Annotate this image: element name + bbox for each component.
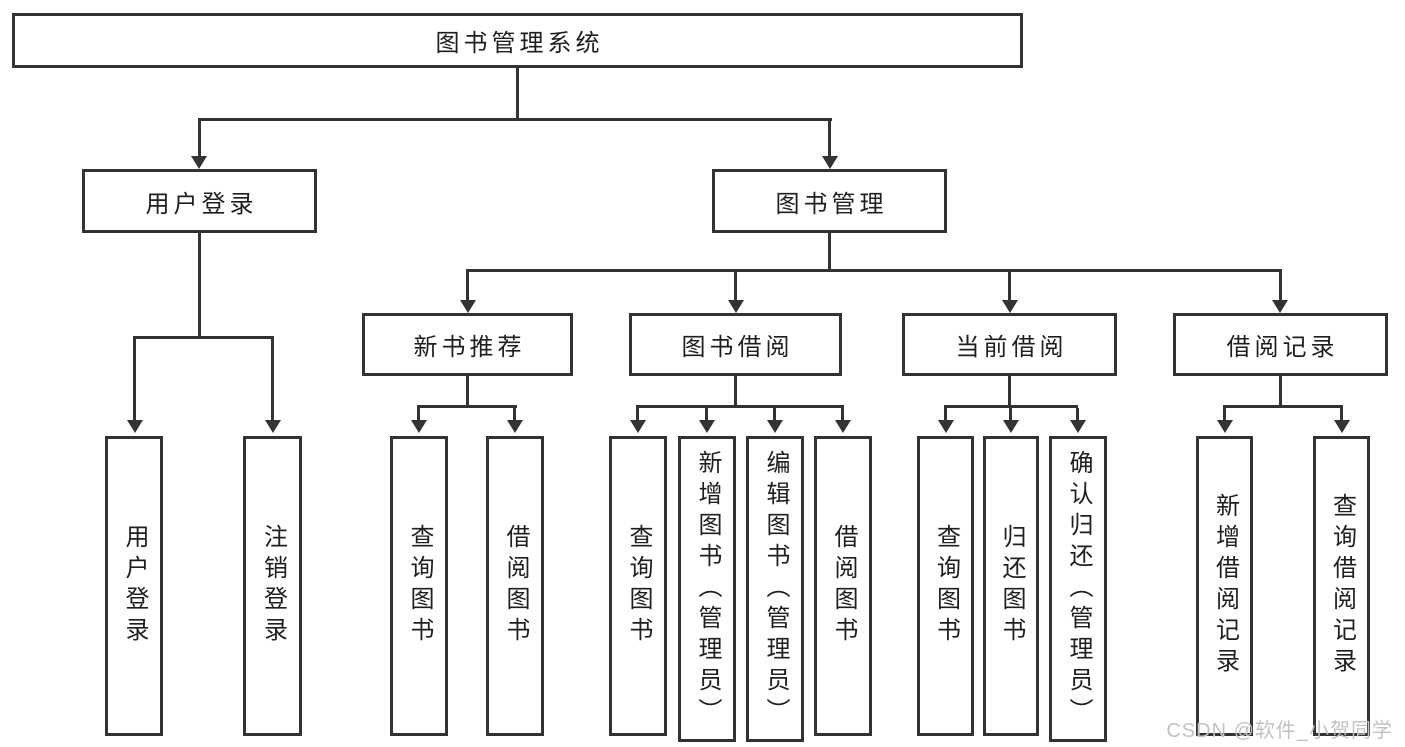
connector-hline bbox=[1223, 405, 1343, 408]
arrow-down-icon bbox=[699, 420, 715, 433]
connector-hline bbox=[466, 269, 1282, 272]
node-label: 借阅图书 bbox=[502, 524, 529, 648]
arrow-down-icon bbox=[822, 156, 838, 169]
arrow-down-icon bbox=[835, 420, 851, 433]
connector-vline bbox=[734, 272, 737, 302]
leaf-return-books: 归还图书 bbox=[983, 436, 1039, 736]
node-library-management-system: 图书管理系统 bbox=[12, 13, 1023, 68]
leaf-user-login: 用户登录 bbox=[105, 436, 163, 736]
node-label: 新增借阅记录 bbox=[1211, 493, 1239, 679]
leaf-logout-login: 注销登录 bbox=[243, 436, 302, 736]
connector-vline bbox=[773, 408, 776, 421]
arrow-down-icon bbox=[507, 420, 523, 433]
connector-vline bbox=[133, 339, 136, 421]
connector-vline bbox=[198, 233, 201, 337]
leaf-edit-books-admin: 编辑图书（管理员） bbox=[746, 436, 804, 742]
connector-vline bbox=[828, 233, 831, 271]
connector-vline bbox=[636, 408, 639, 421]
arrow-down-icon bbox=[411, 420, 427, 433]
connector-vline bbox=[466, 272, 469, 302]
connector-vline bbox=[1008, 272, 1011, 302]
connector-vline bbox=[271, 339, 274, 421]
connector-vline bbox=[1223, 408, 1226, 421]
arrow-down-icon bbox=[938, 420, 954, 433]
leaf-query-borrow-record: 查询借阅记录 bbox=[1313, 436, 1370, 736]
node-label: 查询图书 bbox=[932, 524, 960, 648]
leaf-query-books-borrowing: 查询图书 bbox=[609, 436, 667, 736]
arrow-down-icon bbox=[265, 420, 281, 433]
arrow-down-icon bbox=[1272, 300, 1288, 313]
connector-vline bbox=[841, 408, 844, 421]
connector-hline bbox=[944, 405, 1078, 408]
connector-vline bbox=[705, 408, 708, 421]
arrow-down-icon bbox=[630, 420, 646, 433]
node-label: 注销登录 bbox=[259, 524, 287, 648]
node-label: 查询图书 bbox=[406, 524, 433, 648]
connector-vline bbox=[198, 121, 201, 158]
arrow-down-icon bbox=[1334, 420, 1350, 433]
watermark-text: CSDN @软件_小贺同学 bbox=[1166, 720, 1393, 742]
connector-vline bbox=[1279, 272, 1282, 302]
node-label: 图书借阅 bbox=[681, 334, 794, 361]
connector-vline bbox=[1279, 376, 1282, 407]
connector-vline bbox=[516, 68, 519, 120]
connector-hline bbox=[198, 118, 832, 121]
node-label: 当前借阅 bbox=[955, 334, 1068, 361]
node-label: 查询借阅记录 bbox=[1328, 493, 1356, 679]
arrow-down-icon bbox=[1003, 420, 1019, 433]
leaf-confirm-return-admin: 确认归还（管理员） bbox=[1049, 436, 1107, 742]
leaf-add-borrow-record: 新增借阅记录 bbox=[1196, 436, 1253, 736]
leaf-add-books-admin: 新增图书（管理员） bbox=[678, 436, 736, 742]
connector-vline bbox=[734, 376, 737, 407]
node-label: 查询图书 bbox=[625, 524, 652, 648]
node-label: 确认归还（管理员） bbox=[1065, 449, 1092, 729]
arrow-down-icon bbox=[728, 300, 744, 313]
connector-vline bbox=[513, 408, 516, 421]
node-label: 用户登录 bbox=[121, 524, 148, 648]
connector-hline bbox=[417, 405, 517, 408]
connector-vline bbox=[1009, 408, 1012, 421]
node-label: 图书管理 bbox=[775, 190, 888, 218]
arrow-down-icon bbox=[1002, 300, 1018, 313]
connector-vline bbox=[1076, 408, 1079, 421]
leaf-borrow-books-borrowing: 借阅图书 bbox=[814, 436, 872, 736]
node-book-borrowing: 图书借阅 bbox=[629, 313, 842, 376]
node-new-book-recommendation: 新书推荐 bbox=[362, 313, 573, 376]
arrow-down-icon bbox=[127, 420, 143, 433]
node-borrowing-records: 借阅记录 bbox=[1173, 313, 1388, 376]
node-label: 图书管理系统 bbox=[435, 30, 604, 57]
node-label: 归还图书 bbox=[998, 524, 1025, 648]
node-label: 借阅图书 bbox=[830, 524, 857, 648]
arrow-down-icon bbox=[1217, 420, 1233, 433]
arrow-down-icon bbox=[767, 420, 783, 433]
connector-hline bbox=[636, 405, 844, 408]
node-label: 借阅记录 bbox=[1226, 334, 1339, 361]
connector-vline bbox=[417, 408, 420, 421]
node-label: 新书推荐 bbox=[413, 334, 526, 361]
node-label: 用户登录 bbox=[145, 190, 258, 218]
connector-vline bbox=[828, 121, 831, 158]
arrow-down-icon bbox=[1070, 420, 1086, 433]
leaf-borrow-books-recommend: 借阅图书 bbox=[486, 436, 544, 736]
node-user-login: 用户登录 bbox=[82, 169, 317, 233]
connector-vline bbox=[466, 376, 469, 407]
leaf-query-books-recommend: 查询图书 bbox=[390, 436, 448, 736]
arrow-down-icon bbox=[191, 156, 207, 169]
leaf-query-books-current: 查询图书 bbox=[917, 436, 974, 736]
node-label: 编辑图书（管理员） bbox=[762, 449, 789, 729]
connector-vline bbox=[944, 408, 947, 421]
node-label: 新增图书（管理员） bbox=[694, 449, 721, 729]
node-book-management: 图书管理 bbox=[712, 169, 947, 233]
connector-hline bbox=[133, 336, 274, 339]
node-current-borrowing: 当前借阅 bbox=[902, 313, 1117, 376]
connector-vline bbox=[1008, 376, 1011, 407]
connector-vline bbox=[1340, 408, 1343, 421]
arrow-down-icon bbox=[460, 300, 476, 313]
